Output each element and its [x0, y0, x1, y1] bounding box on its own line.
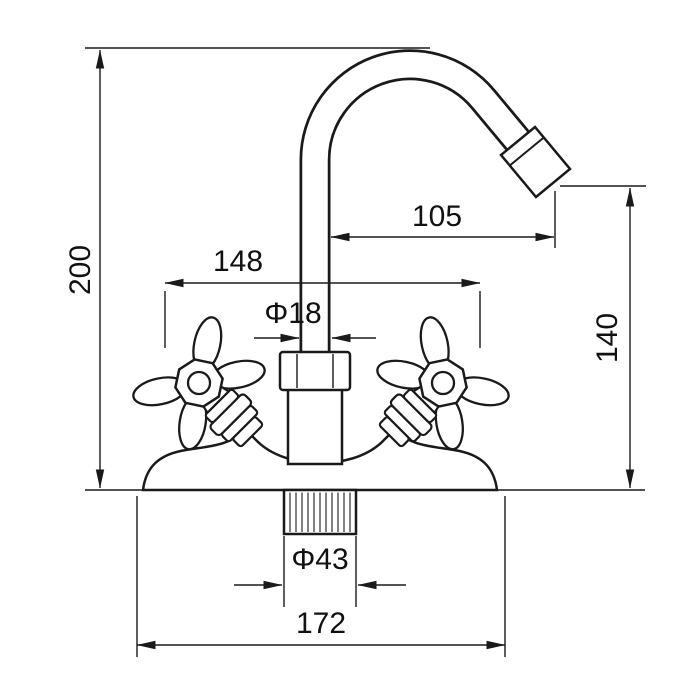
dim-label-spout-reach: 105	[412, 200, 462, 233]
right-handle-spokes	[376, 316, 510, 451]
dim-label-base-width: 172	[296, 607, 346, 640]
dim-label-outlet-height: 140	[591, 313, 624, 363]
dim-label-pipe-diameter: Φ18	[264, 297, 321, 330]
aerator-collar-line	[509, 136, 545, 167]
faucet-body	[132, 49, 572, 536]
dimension-annotations: 200 140 105 148 Φ18 Φ43 172	[64, 47, 646, 657]
dim-label-handle-span: 148	[213, 245, 263, 278]
shank-thread-hatch	[289, 492, 351, 532]
left-handle-hub-cap	[186, 370, 212, 396]
spout-tube-core	[302, 52, 528, 372]
aerator-nozzle	[499, 125, 572, 199]
dim-label-thread-diameter: Φ43	[291, 543, 348, 576]
dim-label-overall-height: 200	[64, 245, 97, 295]
mounting-nut	[278, 350, 352, 392]
body-column	[286, 386, 344, 466]
right-handle-hub-cap	[430, 370, 456, 396]
